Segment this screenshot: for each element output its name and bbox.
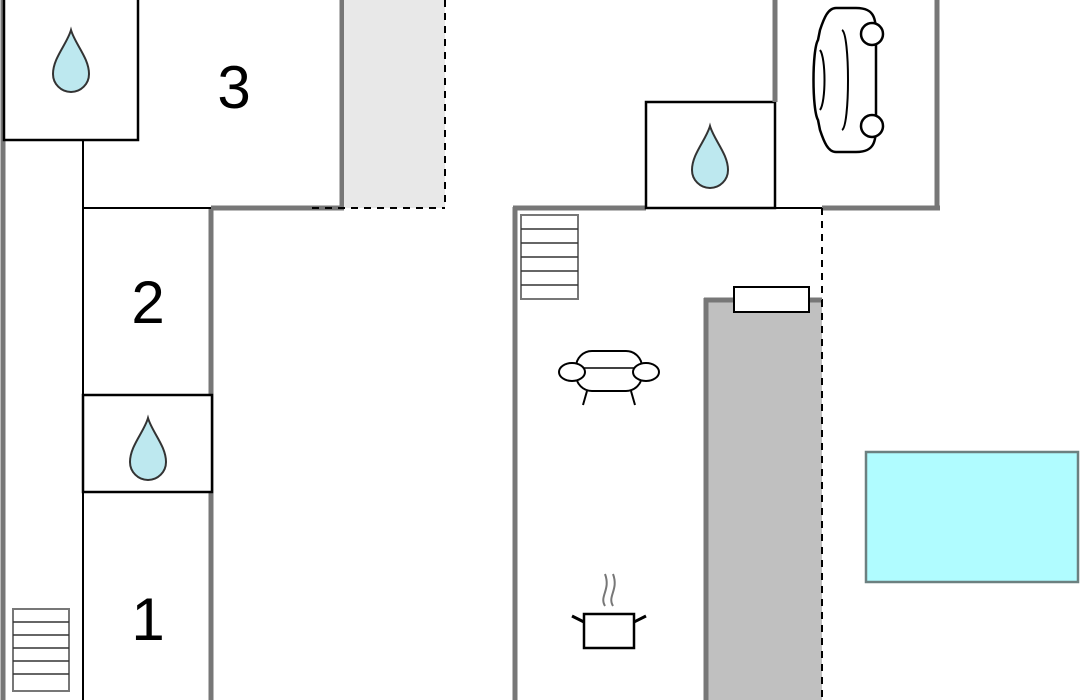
room-3-label: 3 [217, 54, 250, 121]
room-2-label: 2 [131, 269, 164, 336]
stairs-icon [520, 214, 579, 300]
right-building [512, 0, 1080, 700]
cooking-pot-icon [571, 573, 647, 650]
room-1-label: 1 [131, 586, 164, 653]
left-building: 3 2 1 [0, 0, 446, 700]
terrace-light [344, 0, 445, 208]
terrace-dark [706, 300, 822, 700]
pool [864, 450, 1080, 584]
sofa-icon [558, 350, 660, 406]
stairs-icon [12, 608, 70, 692]
car-icon [812, 6, 885, 154]
terrace-window [733, 286, 810, 313]
